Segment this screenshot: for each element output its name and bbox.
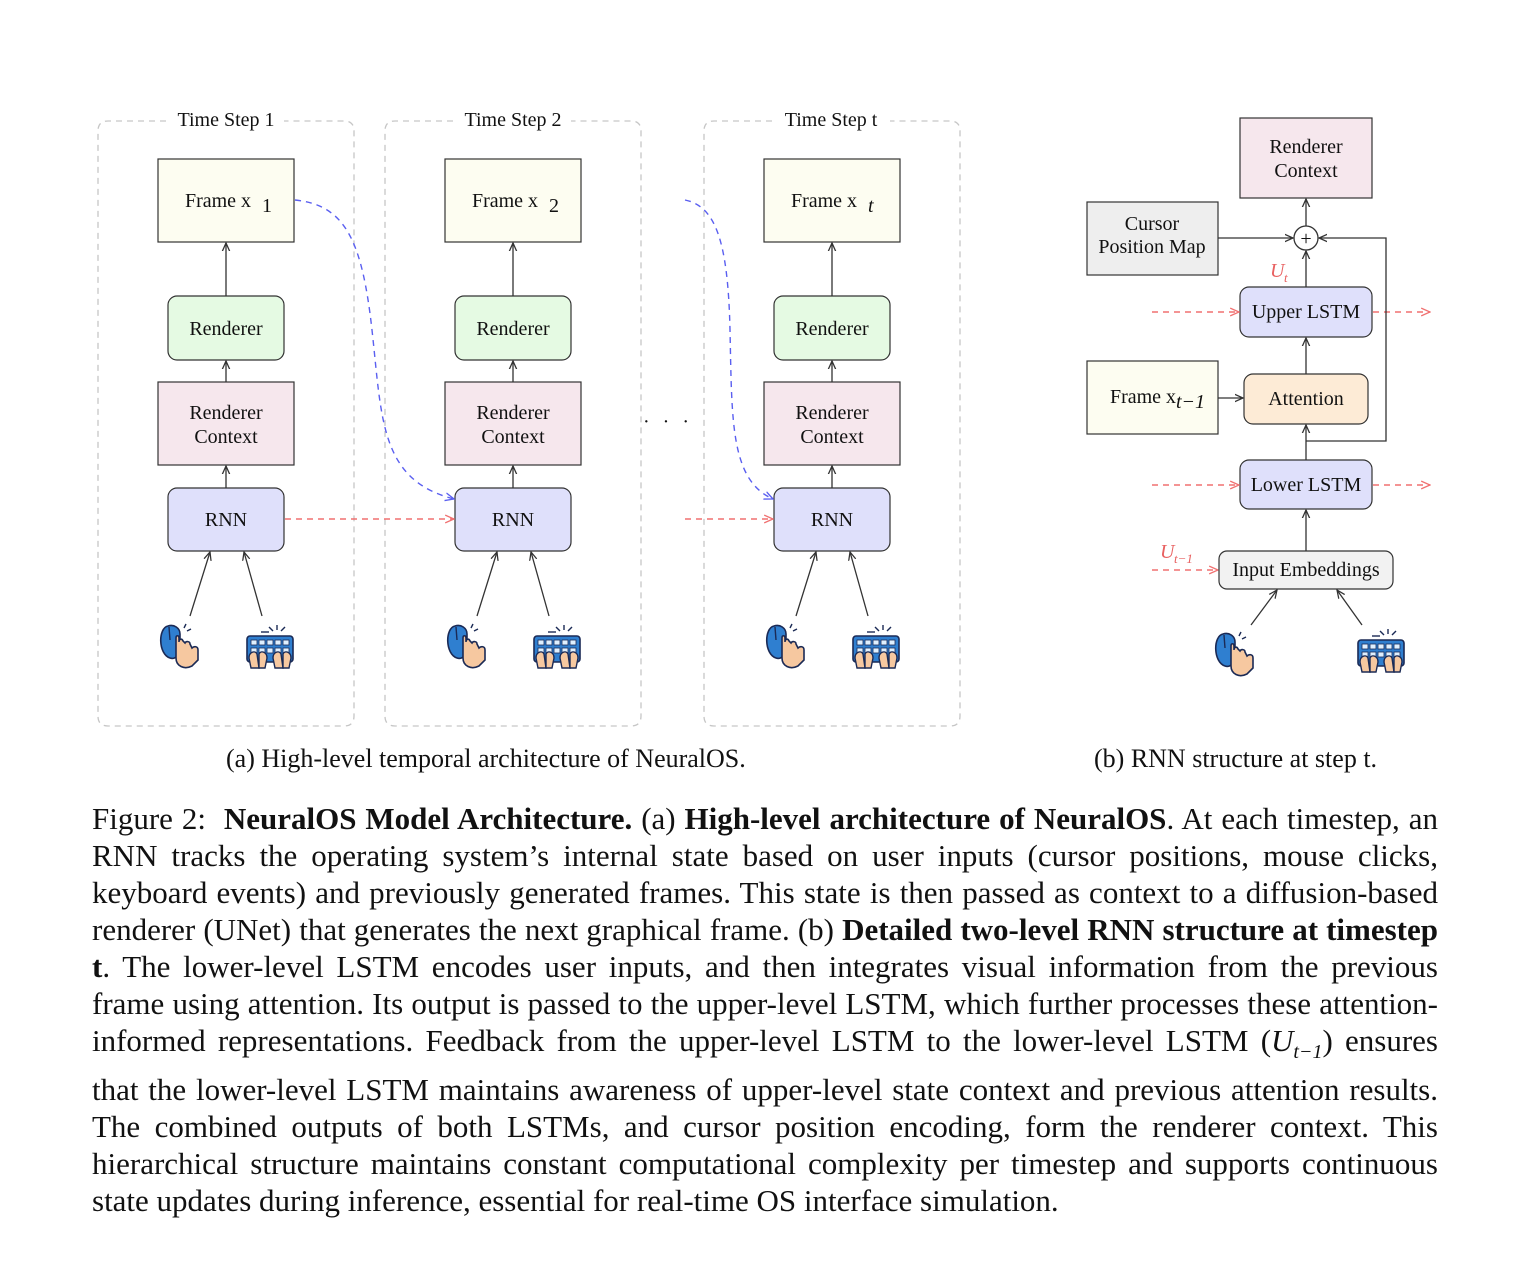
upper-lstm-box [1239,286,1373,338]
cursor-map-line1: Cursor [1125,213,1180,235]
panel-a: Time Step 1 Frame x 1 Renderer Renderer … [97,109,961,727]
figure-caption: Figure 2: NeuralOS Model Architecture. (… [92,800,1438,1219]
keyboard-typing-icon [1357,628,1405,673]
renderer-context-box [444,381,582,466]
context-label-line1: Renderer [795,402,869,424]
context-label-line1: Renderer [476,402,550,424]
frame-box [157,158,295,243]
caption-part-b-text-1: . The lower-level LSTM encodes user inpu… [92,949,1438,1058]
frame-subscript: 2 [549,195,559,217]
rnn-box [773,487,891,552]
rnn-label: RNN [205,509,247,531]
mouse-click-icon [765,623,805,669]
mouse-click-icon [446,623,486,669]
step-title: Time Step 2 [464,109,561,131]
keyboard-typing-icon [246,624,294,669]
renderer-label: Renderer [476,318,550,340]
time-step-2: Time Step 2 Frame x 2 Renderer Renderer … [384,109,642,727]
keyboard-typing-icon [852,624,900,669]
rnn-box [167,487,285,552]
frame-prev-label: Frame x [1110,386,1176,408]
frame-box [444,158,582,243]
step-title: Time Step t [785,109,878,131]
frame-subscript: 1 [262,195,272,217]
cursor-map-line2: Position Map [1098,236,1205,258]
mouse-click-icon [159,623,199,669]
context-label-line2: Context [194,426,258,448]
renderer-label: Renderer [795,318,869,340]
context-label-line2: Context [481,426,545,448]
caption-math-sub: t−1 [1293,1041,1323,1064]
context-label-line2: Context [800,426,864,448]
renderer-label: Renderer [189,318,263,340]
caption-math-u: U [1271,1023,1294,1058]
caption-lead: Figure 2: [92,801,206,836]
mouse-click-icon [1214,631,1254,677]
rnn-label: RNN [811,509,853,531]
rnn-box [454,487,572,552]
renderer-box [773,295,891,361]
ut-label: U [1270,260,1286,282]
time-step-1: Time Step 1 Frame x 1 Renderer Renderer … [97,109,355,727]
frame-feedback-arrow [684,199,773,499]
caption-part-b-text-2: ) ensures that the lower-level LSTM main… [92,1023,1438,1219]
context-label-line1: Renderer [189,402,263,424]
frame-prev-subscript: t−1 [1176,391,1205,413]
frame-prev-box [1086,360,1219,435]
subcaption-b: (b) RNN structure at step t. [1094,744,1378,773]
caption-part-a-title: High-level architecture of NeuralOS [684,801,1167,836]
caption-part-b-title: Detailed two-level RNN structure at time… [92,912,1439,984]
input-embeddings-label: Input Embeddings [1232,559,1379,581]
frame-label: Frame x [472,190,538,212]
ut-minus-1-subscript: t−1 [1174,551,1193,566]
upper-lstm-label: Upper LSTM [1252,301,1361,323]
renderer-box [454,295,572,361]
lower-lstm-label: Lower LSTM [1251,474,1362,496]
sum-symbol: + [1300,228,1311,250]
frame-label: Frame x [185,190,251,212]
ellipsis: · · · [643,411,693,433]
attention-label: Attention [1268,388,1344,410]
renderer-box [167,295,285,361]
ut-subscript: t [1284,270,1288,285]
renderer-context-box [157,381,295,466]
frame-box [763,158,901,243]
caption-part-a-text: . At each timestep, an RNN tracks the op… [92,801,1438,947]
renderer-context-line2: Context [1274,160,1338,182]
frame-subscript: t [868,195,874,217]
ut-minus-1-label: U [1160,541,1176,563]
subcaption-a: (a) High-level temporal architecture of … [226,744,746,773]
architecture-figure: Time Step 1 Frame x 1 Renderer Renderer … [97,109,1536,727]
renderer-context-box [1239,117,1373,199]
frame-label: Frame x [791,190,857,212]
renderer-context-line1: Renderer [1269,136,1343,158]
step-title: Time Step 1 [177,109,274,131]
caption-part-a-label: (a) [641,801,676,836]
skip-connection-arrow [1306,238,1387,442]
attention-box [1243,373,1369,425]
rnn-label: RNN [492,509,534,531]
panel-b: Renderer Context Cursor Position Map + U… [1086,117,1430,677]
time-step-t: Time Step t Frame x t Renderer Renderer … [703,109,961,727]
frame-feedback-arrow [294,199,454,499]
caption-title: NeuralOS Model Architecture. [223,801,633,836]
lower-lstm-box [1239,459,1373,510]
input-embeddings-box [1218,550,1394,590]
renderer-context-box [763,381,901,466]
keyboard-typing-icon [533,624,581,669]
cursor-position-map-box [1086,201,1219,276]
